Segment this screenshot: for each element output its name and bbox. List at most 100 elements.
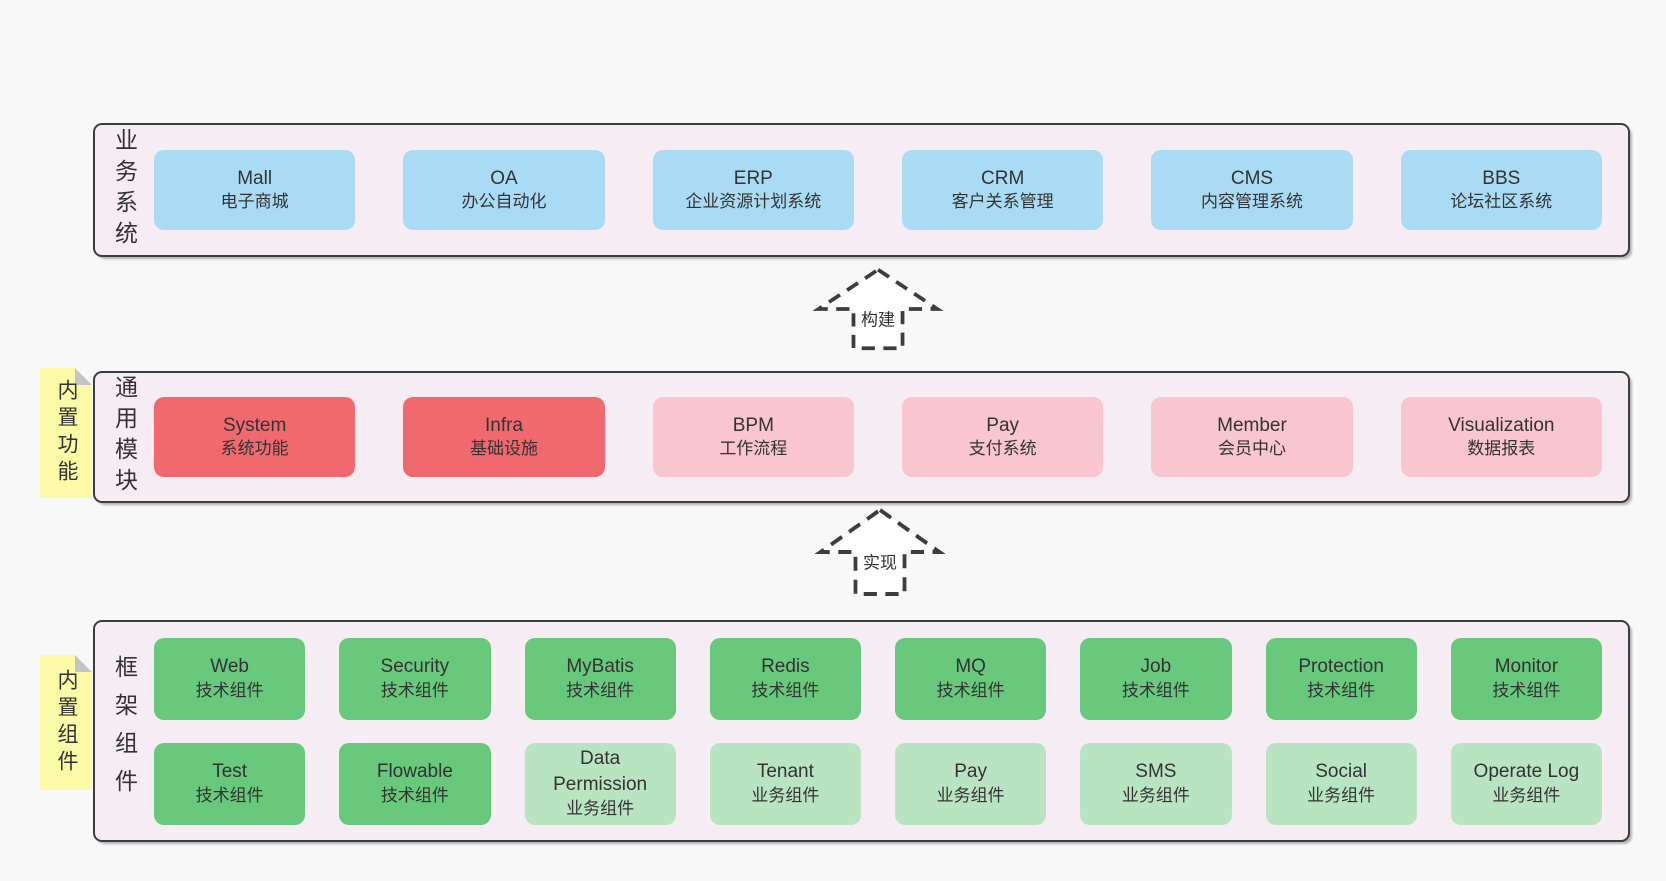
box-desc: 业务组件 — [1121, 785, 1190, 805]
box-name: BPM — [732, 414, 774, 436]
modules-row: System 系统功能 Infra 基础设施 BPM 工作流程 Pay 支付系统… — [154, 397, 1602, 477]
layer-title-components: 框架组件 — [111, 655, 138, 807]
box-monitor: Monitor 技术组件 — [1450, 637, 1602, 720]
box-desc: 技术组件 — [195, 785, 264, 805]
box-name: Infra — [484, 414, 523, 436]
box-cms: CMS 内容管理系统 — [1151, 150, 1353, 230]
box-job: Job 技术组件 — [1080, 637, 1232, 720]
box-desc: 技术组件 — [380, 785, 449, 805]
box-desc: 业务组件 — [1307, 785, 1376, 805]
box-operate-log: Operate Log 业务组件 — [1450, 742, 1602, 825]
components-row-1: Web 技术组件 Security 技术组件 MyBatis 技术组件 Redi… — [154, 637, 1602, 720]
box-name: SMS — [1135, 761, 1177, 783]
box-desc: 会员中心 — [1217, 439, 1286, 459]
box-name: Operate Log — [1473, 761, 1580, 783]
box-name: CRM — [981, 167, 1025, 189]
box-infra: Infra 基础设施 — [403, 397, 605, 477]
box-mq: MQ 技术组件 — [895, 637, 1047, 720]
components-row-2: Test 技术组件 Flowable 技术组件 Data Permission … — [154, 742, 1602, 825]
sticky-note-built-in-features: 内置功能 — [40, 368, 92, 498]
box-desc: 客户关系管理 — [951, 192, 1054, 212]
box-desc: 技术组件 — [751, 680, 820, 700]
box-desc: 办公自动化 — [461, 192, 547, 212]
box-desc: 业务组件 — [751, 785, 820, 805]
box-name: MyBatis — [566, 656, 634, 678]
box-erp: ERP 企业资源计划系统 — [652, 150, 854, 230]
box-desc: 技术组件 — [1121, 680, 1190, 700]
box-desc: 业务组件 — [566, 798, 635, 818]
arrow-implement-label: 实现 — [860, 548, 900, 574]
box-name: System — [222, 414, 287, 436]
layer-title-modules: 通用模块 — [111, 375, 138, 499]
box-security: Security 技术组件 — [339, 637, 491, 720]
layer-common-modules: 通用模块 System 系统功能 Infra 基础设施 BPM 工作流程 Pay… — [93, 371, 1630, 503]
box-desc: 内容管理系统 — [1200, 192, 1303, 212]
box-name: Visualization — [1448, 414, 1555, 436]
box-desc: 基础设施 — [469, 439, 538, 459]
box-name: Web — [210, 656, 249, 678]
layer-business-systems: 业务系统 Mall 电子商城 OA 办公自动化 ERP 企业资源计划系统 CRM… — [93, 123, 1630, 257]
box-test: Test 技术组件 — [154, 742, 306, 825]
box-system: System 系统功能 — [154, 397, 356, 477]
box-desc: 技术组件 — [936, 680, 1005, 700]
box-oa: OA 办公自动化 — [403, 150, 605, 230]
box-sms: SMS 业务组件 — [1080, 742, 1232, 825]
box-name: Pay — [954, 761, 987, 783]
box-name: CMS — [1230, 167, 1274, 189]
box-name: Mall — [237, 167, 273, 189]
box-pay-module: Pay 支付系统 — [901, 397, 1104, 477]
layer-modules-content: System 系统功能 Infra 基础设施 BPM 工作流程 Pay 支付系统… — [154, 373, 1628, 501]
box-pay-component: Pay 业务组件 — [895, 742, 1047, 825]
box-desc: 工作流程 — [719, 439, 788, 459]
box-name: Protection — [1298, 656, 1384, 678]
box-name: Social — [1315, 761, 1367, 783]
box-member: Member 会员中心 — [1151, 397, 1353, 477]
sticky-text: 内置组件 — [55, 668, 78, 777]
box-tenant: Tenant 业务组件 — [709, 742, 861, 825]
sticky-note-built-in-components: 内置组件 — [40, 655, 92, 790]
box-desc: 数据报表 — [1467, 439, 1536, 459]
sticky-text: 内置功能 — [55, 379, 78, 487]
box-mall: Mall 电子商城 — [154, 150, 356, 230]
box-name: Monitor — [1494, 656, 1559, 678]
box-social: Social 业务组件 — [1265, 742, 1417, 825]
box-name: BBS — [1482, 167, 1521, 189]
box-name: MQ — [955, 656, 986, 678]
box-name: Redis — [761, 656, 810, 678]
box-name: Data Permission — [553, 748, 648, 796]
layer-components-content: Web 技术组件 Security 技术组件 MyBatis 技术组件 Redi… — [154, 622, 1628, 840]
box-bbs: BBS 论坛社区系统 — [1400, 150, 1602, 230]
box-name: Member — [1217, 414, 1287, 436]
box-desc: 技术组件 — [380, 680, 449, 700]
box-name: Pay — [986, 414, 1020, 436]
box-data-permission: Data Permission 业务组件 — [524, 742, 676, 825]
box-desc: 技术组件 — [566, 680, 635, 700]
box-name: Test — [212, 761, 248, 783]
box-protection: Protection 技术组件 — [1265, 637, 1417, 720]
box-name: Security — [380, 656, 450, 678]
box-bpm: BPM 工作流程 — [652, 397, 854, 477]
box-desc: 论坛社区系统 — [1450, 192, 1553, 212]
box-crm: CRM 客户关系管理 — [901, 150, 1104, 230]
business-row: Mall 电子商城 OA 办公自动化 ERP 企业资源计划系统 CRM 客户关系… — [154, 150, 1602, 230]
box-desc: 技术组件 — [195, 680, 264, 700]
box-desc: 支付系统 — [968, 439, 1037, 459]
box-visualization: Visualization 数据报表 — [1400, 397, 1602, 477]
box-desc: 业务组件 — [1492, 785, 1561, 805]
box-name: Flowable — [376, 761, 453, 783]
box-desc: 企业资源计划系统 — [685, 192, 822, 212]
box-desc: 技术组件 — [1492, 680, 1561, 700]
arrow-build-label: 构建 — [858, 305, 898, 331]
layer-business-content: Mall 电子商城 OA 办公自动化 ERP 企业资源计划系统 CRM 客户关系… — [154, 125, 1628, 255]
box-flowable: Flowable 技术组件 — [339, 742, 491, 825]
arrow-implement: 实现 — [814, 506, 946, 598]
layer-framework-components: 框架组件 Web 技术组件 Security 技术组件 MyBatis 技术组件… — [93, 620, 1630, 842]
box-mybatis: MyBatis 技术组件 — [524, 637, 676, 720]
box-name: ERP — [733, 167, 773, 189]
box-desc: 电子商城 — [220, 192, 289, 212]
box-desc: 业务组件 — [936, 785, 1005, 805]
box-name: OA — [490, 167, 518, 189]
box-desc: 技术组件 — [1307, 680, 1376, 700]
arrow-build: 构建 — [812, 266, 944, 352]
